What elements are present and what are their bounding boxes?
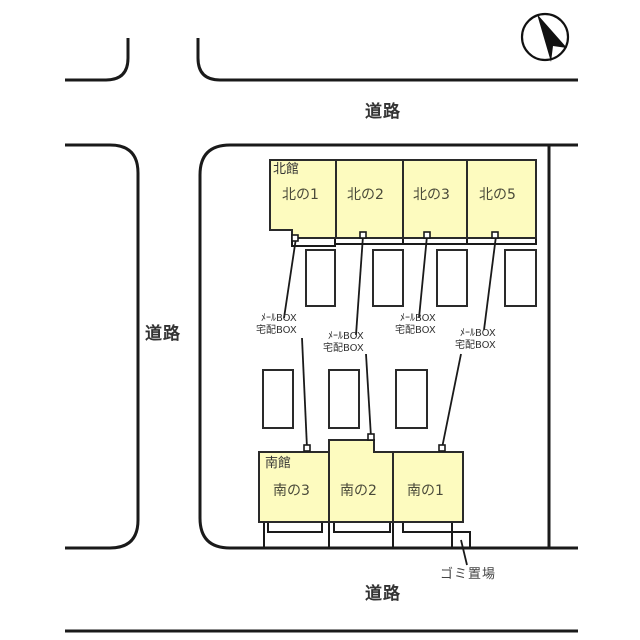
mailbox-label: ﾒｰﾙBOX 宅配BOX [323, 331, 364, 355]
parking-space [395, 369, 428, 429]
mailbox-label: ﾒｰﾙBOX 宅配BOX [256, 313, 297, 337]
mailbox-label-line1: ﾒｰﾙBOX [328, 331, 364, 342]
road-label-north: 道路 [365, 102, 401, 122]
unit-label: 北の2 [347, 187, 384, 203]
leader-line [301, 337, 308, 449]
unit-minami-1 [392, 451, 464, 523]
south-building-label: 南館 [265, 456, 292, 471]
mailbox-marker [359, 231, 367, 239]
leader-line [365, 353, 372, 438]
mailbox-label-line2: 宅配BOX [455, 340, 496, 351]
unit-kita-3 [402, 159, 468, 239]
unit-label: 南の3 [273, 483, 310, 499]
road-edge-west-block [65, 143, 140, 550]
balcony [267, 522, 323, 533]
mailbox-label-line1: ﾒｰﾙBOX [460, 328, 496, 339]
unit-label: 北の5 [479, 187, 516, 203]
parking-space [504, 249, 537, 307]
leader-line [460, 539, 468, 566]
unit-minami-2 [328, 439, 394, 523]
mailbox-label-line1: ﾒｰﾙBOX [261, 313, 297, 324]
mailbox-marker [438, 444, 446, 452]
mailbox-marker [423, 231, 431, 239]
parking-space [436, 249, 468, 307]
road-label-west: 道路 [145, 324, 181, 344]
balcony [402, 522, 453, 533]
parking-space [328, 369, 360, 429]
mailbox-label: ﾒｰﾙBOX 宅配BOX [455, 328, 496, 352]
balcony [466, 238, 537, 245]
garbage-area-label: ゴミ置場 [440, 567, 497, 582]
mailbox-label-line2: 宅配BOX [395, 325, 436, 336]
mailbox-label-line2: 宅配BOX [323, 343, 364, 354]
leader-line [483, 235, 497, 331]
leader-line [283, 237, 297, 319]
mailbox-marker [491, 231, 499, 239]
balcony [333, 522, 391, 533]
unit-label: 北の3 [413, 187, 450, 203]
parking-space [305, 249, 336, 307]
north-arrow-icon [520, 12, 570, 62]
north-building-label: 北館 [273, 162, 300, 177]
mailbox-label-line1: ﾒｰﾙBOX [400, 313, 436, 324]
unit-label: 北の1 [282, 187, 319, 203]
site-boundary [198, 143, 578, 550]
road-edge-top-left [65, 38, 130, 82]
mailbox-label-line2: 宅配BOX [256, 325, 297, 336]
mailbox-marker [291, 234, 299, 242]
garbage-area [452, 531, 471, 548]
mailbox-marker [303, 444, 311, 452]
leader-line [418, 235, 428, 319]
unit-label: 南の1 [407, 483, 444, 499]
mailbox-marker [367, 433, 375, 441]
leader-line [441, 353, 462, 449]
parking-space [372, 249, 404, 307]
leader-line [355, 235, 364, 336]
unit-kita-2 [335, 159, 404, 239]
road-label-south: 道路 [365, 584, 401, 604]
parking-space [262, 369, 294, 429]
unit-label: 南の2 [340, 483, 377, 499]
mailbox-label: ﾒｰﾙBOX 宅配BOX [395, 313, 436, 337]
unit-kita-5 [466, 159, 537, 239]
road-edge-top-right [196, 38, 578, 82]
